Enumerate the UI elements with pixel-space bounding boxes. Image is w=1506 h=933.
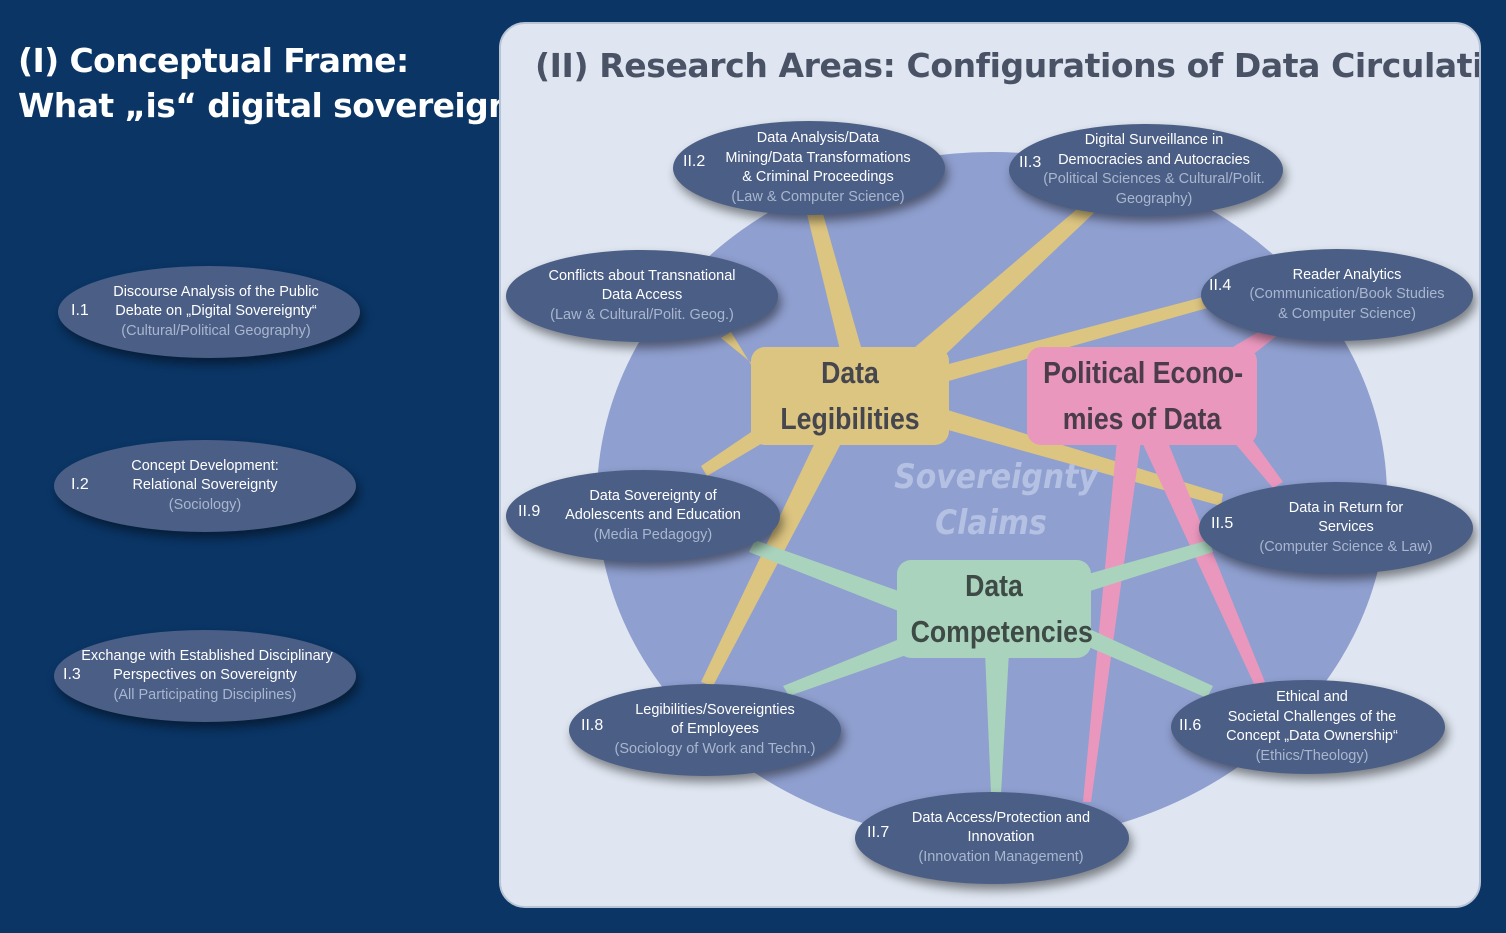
area-text: of Employees: [671, 721, 759, 738]
hub-label: Competencies: [910, 614, 1093, 649]
ray-competencies-ii6: [1077, 626, 1213, 698]
ray-legibilities-ii4: [941, 296, 1211, 382]
hub-label: mies of Data: [1062, 401, 1222, 436]
ray-political-ii7: [1083, 440, 1141, 802]
item-discipline: (All Participating Disciplines): [113, 686, 297, 703]
area-text: Legibilities/Sovereignties: [635, 701, 795, 718]
hub-data-legibilities: Data Legibilities: [751, 347, 949, 445]
sovereignty-claims-line2: Claims: [935, 503, 1047, 543]
research-area-ii4: II.4 Reader Analytics (Communication/Boo…: [1201, 249, 1473, 341]
hub-label: Legibilities: [780, 401, 920, 436]
research-area-ii7: II.7 Data Access/Protection and Innovati…: [855, 792, 1129, 884]
hub-political-economies: Political Econo- mies of Data: [1027, 347, 1257, 445]
area-discipline: (Law & Computer Science): [731, 188, 905, 205]
hub-data-competencies: Data Competencies: [897, 560, 1093, 658]
sovereignty-claims-label: Sovereignty Claims: [881, 454, 1101, 546]
area-text: Reader Analytics: [1292, 266, 1402, 283]
area-text: Services: [1318, 519, 1374, 536]
area-text: Innovation: [967, 829, 1035, 846]
hub-label: Political Econo-: [1043, 355, 1244, 390]
area-discipline: (Sociology of Work and Techn.): [614, 740, 816, 757]
research-area-ii5: II.5 Data in Return for Services (Comput…: [1199, 482, 1473, 574]
area-text: Data Access: [601, 287, 683, 304]
item-text: Debate on „Digital Sovereignty“: [115, 303, 317, 320]
area-number: II.4: [1209, 277, 1232, 294]
conceptual-frame-title-line2: What „is“ digital sovereignty?: [18, 86, 566, 125]
ray-competencies-ii9: [749, 540, 911, 616]
area-discipline: (Ethics/Theology): [1255, 747, 1369, 764]
area-discipline: & Computer Science): [1278, 305, 1416, 322]
item-text: Exchange with Established Disciplinary: [81, 647, 333, 664]
area-text: Data Analysis/Data: [756, 130, 880, 146]
research-areas-title: (II) Research Areas: Configurations of D…: [535, 46, 1481, 85]
research-area-ii8: II.8 Legibilities/Sovereignties of Emplo…: [569, 684, 841, 776]
area-number: II.3: [1019, 154, 1042, 171]
research-area-ii2: II.2 Data Analysis/Data Mining/Data Tran…: [673, 121, 945, 215]
area-discipline: (Political Sciences & Cultural/Polit.: [1043, 171, 1265, 187]
conceptual-item-i3: I.3 Exchange with Established Disciplina…: [54, 630, 356, 722]
item-text: Perspectives on Sovereignty: [113, 667, 297, 684]
ray-legibilities-ii2: [807, 214, 863, 354]
ray-legibilities-ii3: [901, 204, 1097, 374]
area-discipline: (Communication/Book Studies: [1249, 286, 1445, 303]
area-text: Ethical and: [1276, 689, 1348, 705]
area-discipline: (Law & Cultural/Polit. Geog.): [550, 306, 734, 323]
hub-label: Data: [965, 568, 1023, 603]
area-number: II.6: [1179, 717, 1202, 734]
research-areas-panel: (II) Research Areas: Configurations of D…: [499, 22, 1481, 908]
area-text: Societal Challenges of the: [1227, 708, 1397, 725]
area-text: Democracies and Autocracies: [1058, 151, 1250, 168]
area-text: & Criminal Proceedings: [742, 169, 894, 185]
research-area-ii9: II.9 Data Sovereignty of Adolescents and…: [506, 470, 780, 562]
item-number: I.2: [71, 476, 89, 493]
area-text: Data Sovereignty of: [589, 487, 717, 504]
conceptual-item-i2: I.2 Concept Development: Relational Sove…: [54, 440, 356, 532]
ray-competencies-ii5: [1081, 540, 1213, 592]
area-text: Mining/Data Transformations: [725, 149, 911, 166]
area-discipline: (Computer Science & Law): [1259, 538, 1433, 555]
item-number: I.3: [63, 666, 81, 683]
area-number: II.7: [867, 824, 890, 841]
conceptual-item-i1: I.1 Discourse Analysis of the Public Deb…: [58, 266, 360, 358]
research-area-ii6: II.6 Ethical and Societal Challenges of …: [1171, 680, 1445, 774]
area-text: Data in Return for: [1288, 499, 1404, 516]
item-text: Relational Sovereignty: [132, 477, 278, 494]
area-text: Adolescents and Education: [565, 507, 741, 524]
area-text: Conflicts about Transnational: [548, 267, 736, 284]
sovereignty-claims-line1: Sovereignty: [894, 457, 1098, 497]
item-text: Discourse Analysis of the Public: [113, 283, 319, 300]
conceptual-frame-title-line1: (I) Conceptual Frame:: [18, 41, 409, 80]
area-number: II.8: [581, 717, 604, 734]
ray-competencies-ii8: [783, 636, 915, 696]
area-text: Concept „Data Ownership“: [1226, 728, 1398, 744]
area-number: II.9: [518, 503, 541, 520]
area-number: II.2: [683, 153, 706, 170]
item-number: I.1: [71, 302, 89, 319]
ray-legibilities-ii1: [721, 332, 763, 384]
item-discipline: (Sociology): [168, 496, 242, 513]
ray-political-ii6: [1141, 440, 1265, 686]
hub-label: Data: [821, 355, 879, 390]
ray-competencies-ii7: [985, 652, 1009, 794]
research-area-ii1: Conflicts about Transnational Data Acces…: [506, 250, 778, 342]
item-text: Concept Development:: [131, 457, 279, 474]
research-area-ii3: II.3 Digital Surveillance in Democracies…: [1009, 124, 1283, 216]
conceptual-frame-title: (I) Conceptual Frame: What „is“ digital …: [18, 38, 566, 128]
area-text: Digital Surveillance in: [1084, 132, 1224, 148]
area-number: II.5: [1211, 515, 1234, 532]
area-discipline: (Media Pedagogy): [593, 526, 713, 543]
ray-legibilities-ii5: [941, 408, 1223, 506]
area-text: Data Access/Protection and: [911, 809, 1091, 826]
item-discipline: (Cultural/Political Geography): [121, 322, 311, 339]
area-discipline: (Innovation Management): [918, 848, 1084, 865]
area-discipline: Geography): [1115, 190, 1193, 207]
